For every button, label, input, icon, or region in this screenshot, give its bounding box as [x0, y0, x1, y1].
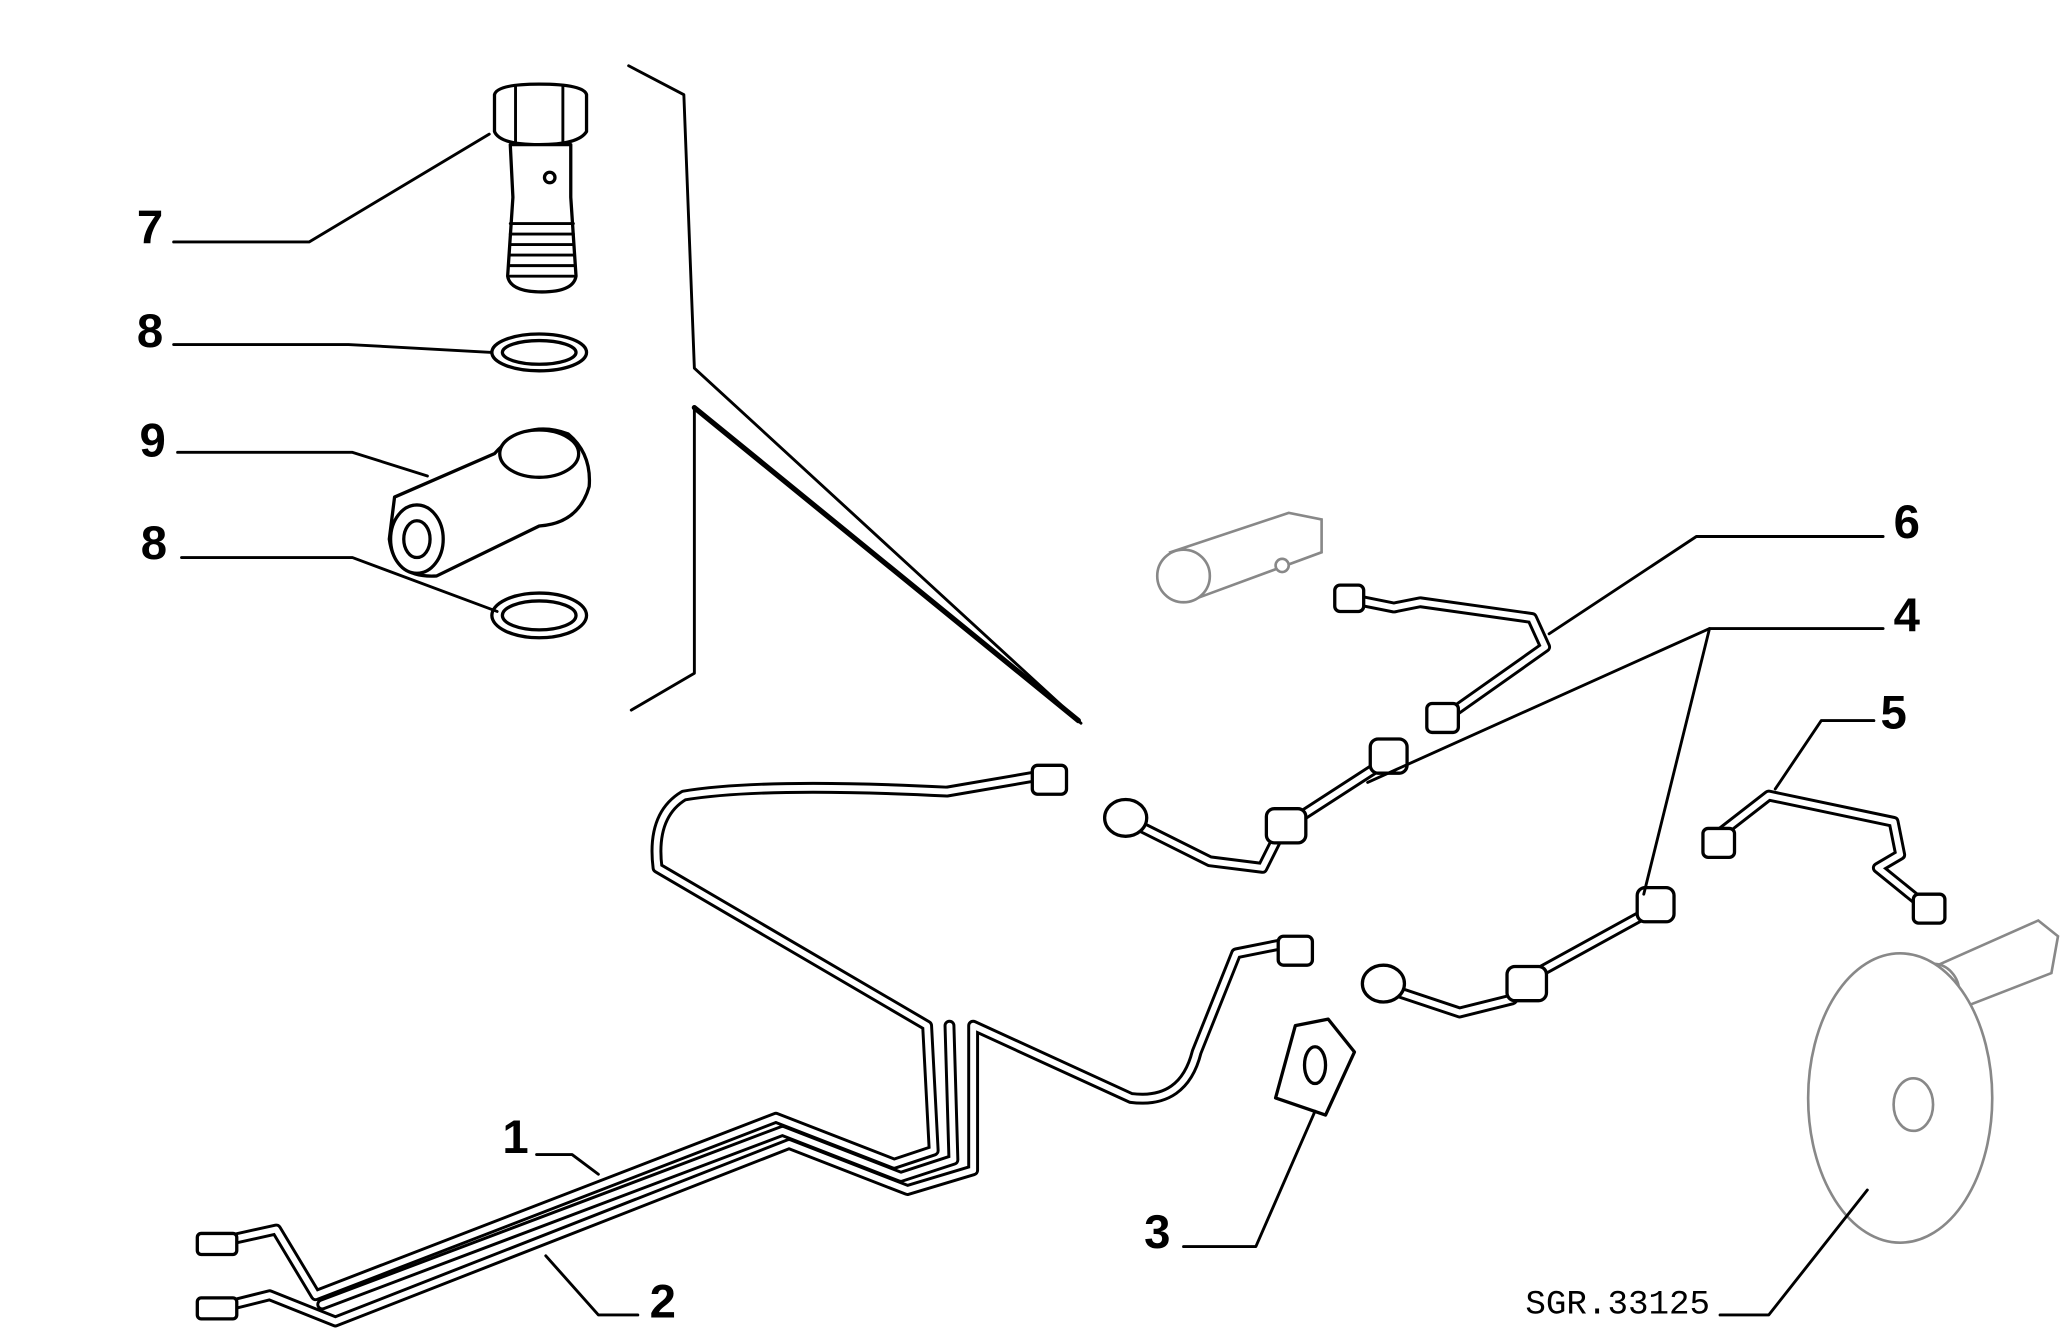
callout-3: 3	[1144, 1206, 1170, 1259]
callout-2: 2	[650, 1276, 676, 1329]
callout-8-lower: 8	[141, 517, 167, 570]
pipe-clip	[1273, 1017, 1357, 1117]
callout-6: 6	[1894, 496, 1920, 549]
detail-bracket	[627, 64, 1083, 725]
brake-pipe-6	[1333, 583, 1552, 735]
callout-9: 9	[139, 414, 165, 467]
flexible-hose-upper	[1102, 737, 1409, 874]
flexible-hose-lower	[1360, 885, 1676, 1019]
callout-1: 1	[502, 1111, 528, 1164]
wheel-cylinder-left	[1155, 511, 1323, 604]
leader-lines	[172, 132, 1885, 1317]
callout-4: 4	[1894, 589, 1921, 642]
drawing-code: SGR.33125	[1525, 1287, 1710, 1325]
sealing-washer-lower	[490, 591, 589, 640]
callout-7: 7	[137, 201, 163, 254]
banjo-bolt	[492, 82, 589, 294]
brake-disc	[1806, 952, 1994, 1244]
sealing-washer-upper	[490, 332, 589, 373]
brake-pipe-5	[1701, 789, 1947, 925]
banjo-fitting	[387, 427, 592, 578]
callout-5: 5	[1880, 686, 1906, 739]
callout-8-upper: 8	[137, 305, 163, 358]
brake-pipe-main	[195, 763, 1315, 1328]
